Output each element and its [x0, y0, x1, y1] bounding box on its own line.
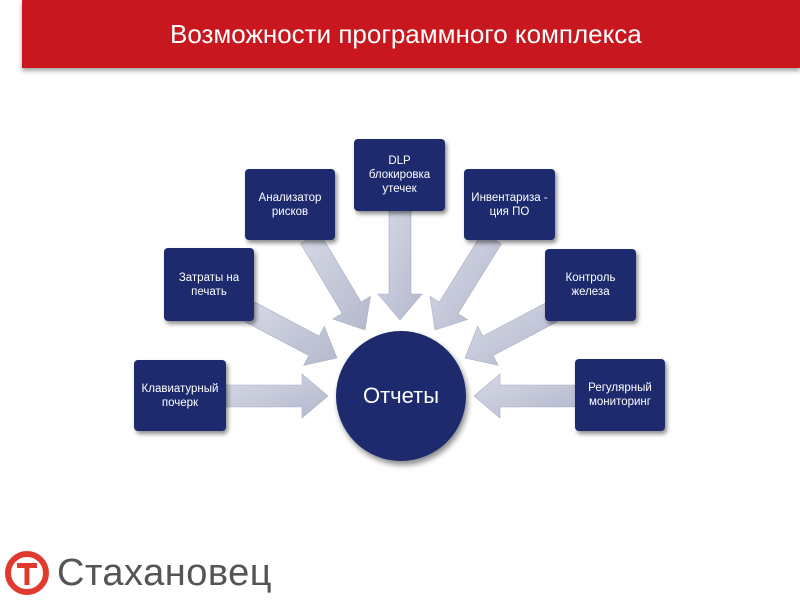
title-bar: Возможности программного комплекса [22, 0, 800, 68]
center-reports-label: Отчеты [362, 383, 440, 408]
node-print: Затраты на печать [164, 248, 254, 321]
arrow-hardware [464, 301, 558, 366]
node-hardware: Контроль железа [545, 249, 636, 321]
node-monitoring: Регулярный мониторинг [575, 359, 665, 431]
node-risk: Анализатор рисков [245, 169, 335, 240]
arrow-monitoring [473, 373, 576, 419]
slide-title: Возможности программного комплекса [170, 19, 642, 49]
node-print-label: Затраты на печать [178, 271, 240, 298]
node-risk-label: Анализатор рисков [258, 191, 322, 218]
node-dlp: DLP блокировка утечек [354, 139, 445, 211]
node-monitoring-label: Регулярный мониторинг [588, 382, 652, 408]
arrow-inventory [429, 231, 502, 331]
node-hardware-label: Контроль железа [565, 272, 616, 298]
brand-name: Стахановец [57, 552, 273, 594]
node-keyboard-label: Клавиатурный почерк [141, 382, 219, 409]
node-inventory-label: Инвентариза - ция ПО [471, 191, 548, 218]
brand-logo-icon [5, 551, 49, 595]
node-inventory: Инвентариза - ция ПО [464, 169, 555, 240]
arrow-keyboard [225, 373, 329, 419]
center-reports: Отчеты [336, 331, 466, 461]
node-keyboard: Клавиатурный почерк [134, 360, 226, 431]
arrow-dlp [377, 210, 423, 321]
node-dlp-label: DLP блокировка утечек [368, 155, 431, 195]
arrow-print [244, 301, 338, 366]
arrow-risk [300, 231, 371, 331]
